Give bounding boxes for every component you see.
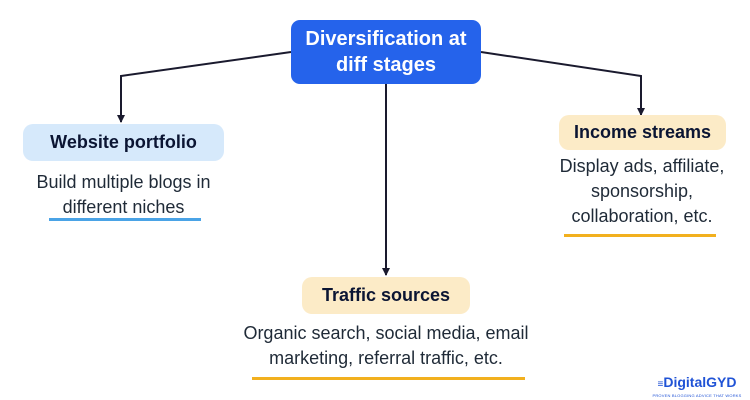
logo-name: DigitalGYD xyxy=(663,374,737,390)
income-desc-line-3: collaboration, etc. xyxy=(571,206,713,226)
logo-mark-icon: ≡ xyxy=(657,379,664,390)
website-desc-line-1: Build multiple blogs in xyxy=(36,172,211,192)
income-desc-line-1: Display ads, affiliate, xyxy=(559,156,725,176)
website-portfolio-description: Build multiple blogs in different niches xyxy=(20,170,227,220)
traffic-desc-line-1: Organic search, social media, email xyxy=(243,323,529,343)
root-title-line-1: Diversification at xyxy=(305,28,467,50)
traffic-desc-line-2: marketing, referral traffic, etc. xyxy=(269,348,503,368)
traffic-sources-underline xyxy=(252,377,525,380)
website-portfolio-underline xyxy=(49,218,201,221)
website-desc-line-2: different niches xyxy=(62,197,185,217)
connector-income xyxy=(480,51,645,116)
website-portfolio-label: Website portfolio xyxy=(50,132,197,152)
root-node: Diversification at diff stages xyxy=(291,20,481,84)
income-streams-node: Income streams xyxy=(559,115,726,150)
traffic-sources-description: Organic search, social media, email mark… xyxy=(216,321,556,371)
website-portfolio-node: Website portfolio xyxy=(23,124,224,161)
digitalgyd-logo: ≡DigitalGYD PROVEN BLOGGING ADVICE THAT … xyxy=(648,374,746,399)
income-streams-description: Display ads, affiliate, sponsorship, col… xyxy=(536,154,748,229)
income-streams-label: Income streams xyxy=(573,122,712,142)
root-title-line-2: diff stages xyxy=(335,54,436,76)
income-streams-underline xyxy=(564,234,716,237)
logo-tagline: PROVEN BLOGGING ADVICE THAT WORKS xyxy=(652,393,742,398)
traffic-sources-label: Traffic sources xyxy=(321,285,451,305)
connector-website xyxy=(117,51,292,123)
income-desc-line-2: sponsorship, xyxy=(590,181,694,201)
traffic-sources-node: Traffic sources xyxy=(302,277,470,314)
